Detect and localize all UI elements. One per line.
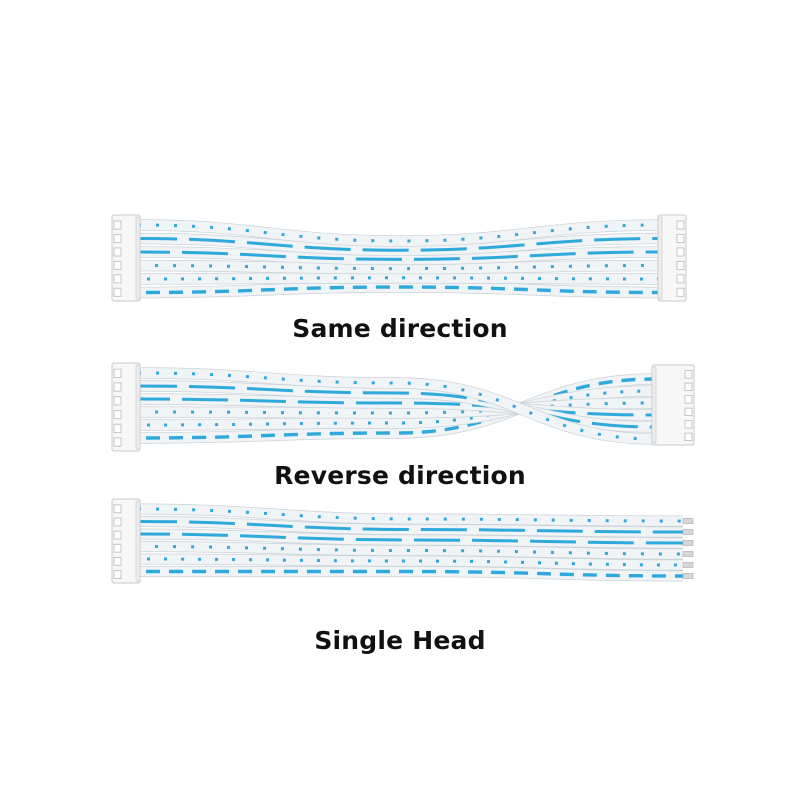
connector-pin-slot [113,234,122,243]
stripped-wire-tip [682,529,694,535]
connector-pin-slot [684,370,693,379]
reverse-direction-cable [111,362,695,452]
connector-pin-slot [113,570,122,579]
wire [137,260,663,274]
wire-stripe [137,397,656,417]
connector-pin-slot [113,287,122,297]
wire-stripe [137,371,656,441]
connector-pin-slot [113,543,122,553]
connector-pin-slot [113,396,122,406]
wire-stripe [137,237,663,252]
single-head-cable [111,498,694,584]
connector-pin-slot [113,530,122,540]
wire-stripe [137,557,684,567]
caption-same-direction: Same direction [292,314,508,343]
same-direction-cable [111,214,687,302]
connector-pin-slot [113,220,122,230]
wire-stripe [137,384,656,429]
connector-pin-slot [684,420,693,429]
connector-pin-slot [684,407,693,417]
connector-lip [135,364,141,450]
connector-pin-slot [676,220,685,230]
connector-pin-slot [113,504,122,514]
wire-stripe [137,507,684,523]
connector-pin-slot [113,517,122,527]
wire [137,386,656,430]
connector-pin-slot [676,260,685,270]
wire-stripe [138,569,684,578]
connector-lip [135,500,141,582]
wire-stripe [137,223,663,243]
connector-pin-slot [676,274,685,284]
wire-stripe [137,276,663,281]
connector-pin-slot [113,260,122,270]
wire [137,554,684,570]
connector-pin-slot [113,274,122,284]
stripped-wire-tip [682,562,694,568]
connector-pin-slot [684,395,693,404]
wire-stripe [137,264,663,271]
connector-pin-slot [113,423,122,433]
caption-single-head: Single Head [314,626,486,655]
connector-pin-slot [113,368,122,378]
connector-pin-slot [684,382,693,392]
wire-stripe [137,401,656,415]
wire-stripe [137,520,684,534]
wire-stripe [137,250,663,261]
connector-pin-slot [113,247,122,257]
connector-pin-slot [676,247,685,257]
stripped-wire-tip [682,551,694,557]
stripped-wire-tip [682,518,694,524]
connector-lip [657,216,663,300]
connector-pin-slot [676,287,685,297]
wire [137,541,684,559]
connector-pin-slot [113,437,122,447]
connector-pin-slot [113,557,122,566]
connector-pin-slot [676,234,685,243]
wire-stripe [137,285,663,295]
connector-pin-slot [113,410,122,420]
caption-reverse-direction: Reverse direction [274,461,526,490]
connector-lip [135,216,141,300]
connector-lip [651,366,657,444]
wire-stripe [137,532,684,545]
stripped-wire-tip [682,573,694,579]
connector-pin-slot [684,432,693,442]
stripped-wire-tip [682,540,694,546]
connector-pin-slot [113,382,122,392]
wire [137,374,656,443]
